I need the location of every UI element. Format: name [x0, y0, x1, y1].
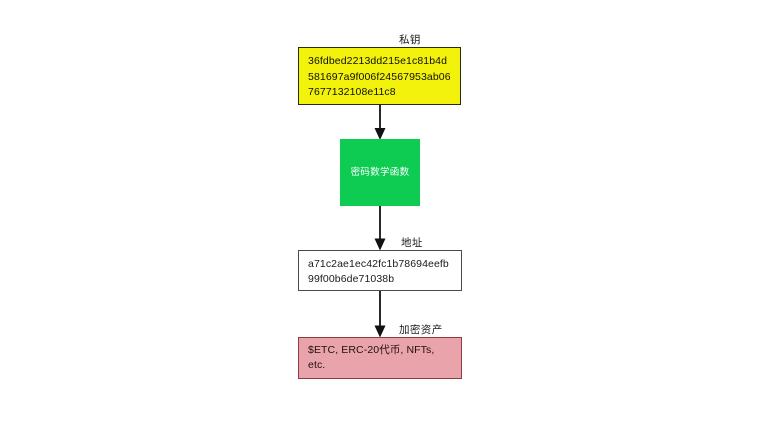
node-crypto-assets[interactable]: $ETC, ERC-20代币, NFTs, etc.: [298, 337, 462, 379]
node-private-key[interactable]: 36fdbed2213dd215e1c81b4d581697a9f006f245…: [298, 47, 461, 105]
node-private-key-text: 36fdbed2213dd215e1c81b4d581697a9f006f245…: [308, 55, 451, 98]
edge-address-to-assets: [374, 291, 386, 338]
edge-key-to-function: [374, 105, 386, 140]
node-label-address: 地址: [401, 237, 423, 249]
node-crypto-assets-text: $ETC, ERC-20代币, NFTs, etc.: [308, 344, 438, 371]
edge-function-to-address: [374, 206, 386, 251]
node-crypto-function-text: 密码数学函数: [350, 167, 410, 178]
node-address[interactable]: a71c2ae1ec42fc1b78694eefb99f00b6de71038b: [298, 250, 462, 291]
node-label-private-key: 私钥: [399, 34, 421, 46]
node-label-crypto-assets: 加密资产: [399, 324, 443, 336]
node-address-text: a71c2ae1ec42fc1b78694eefb99f00b6de71038b: [308, 258, 449, 285]
node-crypto-function[interactable]: 密码数学函数: [340, 139, 420, 206]
